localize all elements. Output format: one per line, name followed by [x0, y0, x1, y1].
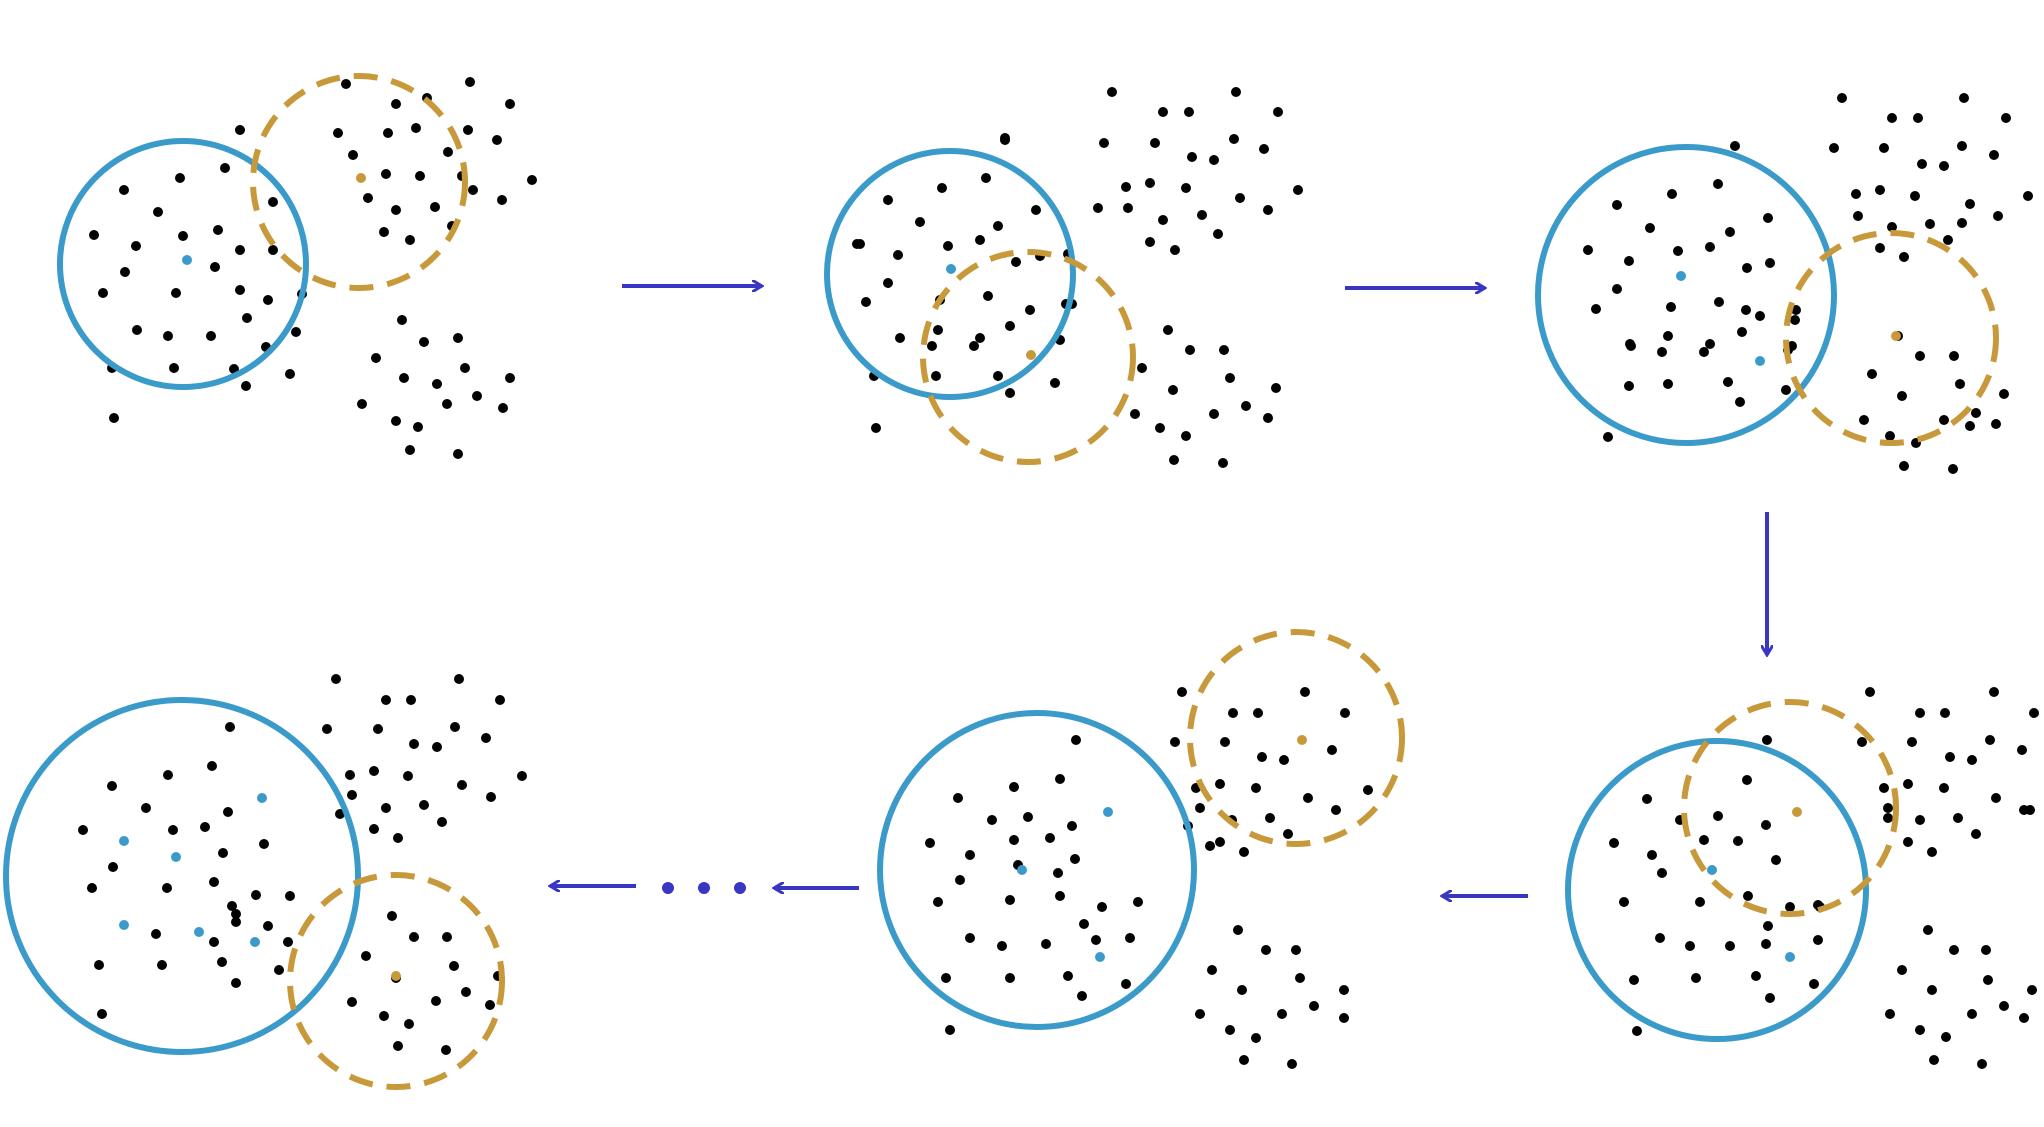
candidate-boundary-circle [1783, 230, 1999, 446]
candidate-center-dot [1792, 807, 1802, 817]
cluster-boundary-circle [1535, 144, 1837, 446]
cluster-boundary-circle [57, 138, 309, 390]
ellipsis-dots [662, 882, 746, 894]
selected-center-dot [257, 793, 267, 803]
selected-center-dot [1755, 356, 1765, 366]
panel-step-5 [877, 629, 1405, 1069]
cluster-boundary-circle [1565, 738, 1869, 1042]
candidate-center-dot [356, 173, 366, 183]
point-cloud [852, 87, 1303, 468]
ellipsis-dot [662, 882, 674, 894]
point-cloud [89, 77, 537, 459]
selected-center-dot [946, 264, 956, 274]
panel-step-6 [3, 674, 527, 1090]
selected-center-dot [1785, 952, 1795, 962]
point-cloud [925, 687, 1373, 1069]
selected-center-dot [1707, 865, 1717, 875]
cluster-boundary-circle [3, 697, 361, 1055]
candidate-center-dot [1026, 350, 1036, 360]
panel-step-1 [57, 73, 537, 459]
candidate-boundary-circle [1681, 699, 1899, 917]
ellipsis-dot [734, 882, 746, 894]
candidate-center-dot [391, 971, 401, 981]
selected-center-dot [1103, 807, 1113, 817]
candidate-boundary-circle [250, 73, 468, 291]
point-cloud [78, 674, 527, 1055]
selected-center-dot [194, 927, 204, 937]
point-cloud [1609, 687, 2039, 1069]
point-cloud [1583, 93, 2033, 474]
selected-center-dot [250, 937, 260, 947]
flow-arrows [550, 286, 1767, 896]
cluster-boundary-circle [877, 710, 1197, 1030]
panel-step-4 [1565, 687, 2039, 1069]
candidate-center-dot [1297, 735, 1307, 745]
panel-step-3 [1535, 93, 2033, 474]
selected-center-dot [182, 255, 192, 265]
selected-center-dot [1676, 271, 1686, 281]
selected-center-dot [119, 920, 129, 930]
selected-center-dot [171, 852, 181, 862]
candidate-boundary-circle [1187, 629, 1405, 847]
selected-center-dot [119, 836, 129, 846]
candidate-boundary-circle [287, 872, 505, 1090]
selected-center-dot [1095, 952, 1105, 962]
panel-step-2 [824, 87, 1303, 468]
candidate-boundary-circle [920, 249, 1136, 465]
ellipsis-dot [698, 882, 710, 894]
selected-center-dot [1017, 865, 1027, 875]
candidate-center-dot [1891, 331, 1901, 341]
cluster-boundary-circle [824, 148, 1076, 400]
